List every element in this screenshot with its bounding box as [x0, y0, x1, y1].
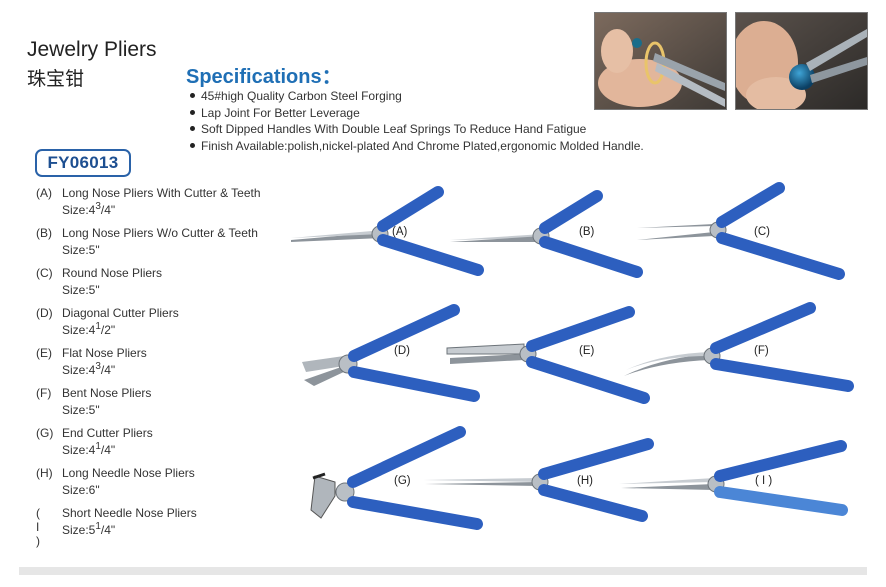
diagonal-cutter-pliers-image	[302, 304, 480, 402]
product-name: End Cutter Pliers	[62, 426, 153, 440]
page-title: Jewelry Pliers	[27, 38, 157, 61]
bullet-icon	[190, 93, 195, 99]
product-size: Size:6"	[62, 483, 100, 497]
product-code: (C)	[36, 266, 53, 280]
product-name: Long Nose Pliers W/o Cutter & Teeth	[62, 226, 258, 240]
plier-label-i: ( I )	[755, 475, 773, 487]
product-size: Size:43/4"	[62, 361, 116, 377]
footer-divider	[19, 567, 867, 575]
spec-item: Soft Dipped Handles With Double Leaf Spr…	[188, 121, 644, 138]
product-code: (G)	[36, 426, 54, 440]
pliers-closeup-photo	[735, 12, 868, 110]
round-nose-pliers-image	[637, 182, 845, 280]
product-code: (B)	[36, 226, 52, 240]
bent-nose-pliers-image	[624, 302, 854, 392]
product-code: (A)	[36, 186, 52, 200]
spec-item: 45#high Quality Carbon Steel Forging	[188, 88, 644, 105]
plier-label-d: (D)	[394, 345, 410, 357]
bullet-icon	[190, 142, 195, 148]
product-name: Round Nose Pliers	[62, 266, 163, 280]
bullet-icon	[190, 109, 195, 115]
end-cutter-pliers-image	[310, 426, 483, 530]
product-name: Diagonal Cutter Pliers	[62, 306, 179, 320]
product-size: Size:43/4"	[62, 201, 116, 217]
product-size: Size:51/4"	[62, 521, 116, 537]
product-name: Long Needle Nose Pliers	[62, 466, 195, 480]
product-name: Flat Nose Pliers	[62, 346, 147, 360]
product-name: Bent Nose Pliers	[62, 386, 152, 400]
model-number-badge: FY06013	[35, 149, 131, 177]
product-size: Size:5"	[62, 243, 100, 257]
product-code: (H)	[36, 466, 53, 480]
product-size: Size:41/2"	[62, 321, 116, 337]
product-size: Size:41/4"	[62, 441, 116, 457]
plier-label-c: (C)	[754, 226, 770, 238]
product-size: Size:5"	[62, 403, 100, 417]
plier-label-e: (E)	[579, 345, 595, 357]
plier-label-g: (G)	[394, 475, 411, 487]
long-nose-pliers-b-image	[450, 190, 643, 278]
bullet-icon	[190, 126, 195, 132]
plier-label-b: (B)	[579, 226, 595, 238]
product-size: Size:5"	[62, 283, 100, 297]
product-code: ( I )	[36, 506, 40, 548]
spec-item: Lap Joint For Better Leverage	[188, 105, 644, 122]
long-nose-pliers-image	[291, 186, 484, 276]
page-title-chinese: 珠宝钳	[27, 68, 85, 90]
product-name: Long Nose Pliers With Cutter & Teeth	[62, 186, 261, 200]
product-name: Short Needle Nose Pliers	[62, 506, 197, 520]
pliers-in-use-photo	[594, 12, 727, 110]
specifications-heading: Specifications：	[186, 66, 342, 88]
spec-item: Finish Available:polish,nickel-plated An…	[188, 138, 644, 155]
short-needle-nose-pliers-image	[619, 440, 848, 516]
specifications-list: 45#high Quality Carbon Steel Forging Lap…	[188, 88, 644, 154]
plier-label-h: (H)	[577, 475, 593, 487]
plier-label-f: (F)	[754, 345, 769, 357]
long-needle-nose-pliers-image	[423, 438, 654, 522]
flat-nose-pliers-image	[446, 306, 650, 404]
plier-label-a: (A)	[392, 226, 408, 238]
product-code: (E)	[36, 346, 52, 360]
product-code: (D)	[36, 306, 53, 320]
product-code: (F)	[36, 386, 52, 400]
